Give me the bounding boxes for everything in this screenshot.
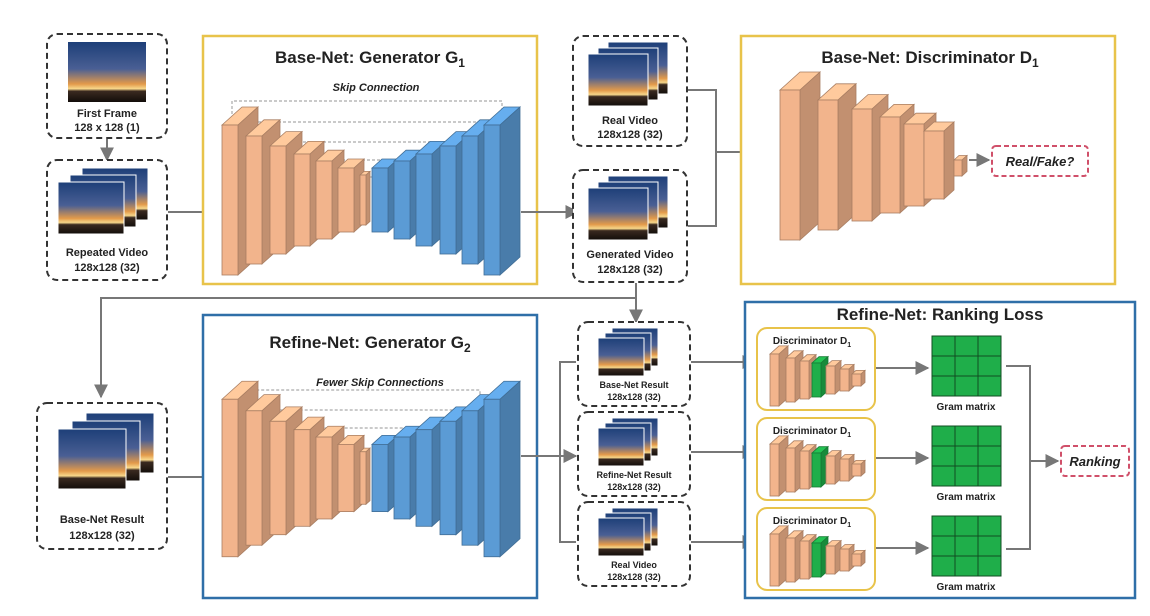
base-generator-title: Base-Net: Generator G1 xyxy=(275,48,465,70)
real-video-top: Real Video 128x128 (32) xyxy=(572,35,688,147)
gram-matrix xyxy=(931,425,1002,487)
result-thumbnail xyxy=(597,427,645,467)
mini-layer xyxy=(824,539,843,575)
first-frame-size: 128 x 128 (1) xyxy=(74,122,140,134)
result-size: 128x128 (32) xyxy=(607,482,661,492)
refine-generator-title: Refine-Net: Generator G2 xyxy=(269,333,471,355)
base-discriminator-title: Base-Net: Discriminator D1 xyxy=(821,48,1039,70)
mini-layer xyxy=(810,535,830,578)
mini-layer xyxy=(824,359,843,395)
real-to-discriminator-line xyxy=(688,89,717,152)
mini-layer xyxy=(768,525,790,587)
base-generator-network xyxy=(220,100,522,276)
result-label: Refine-Net Result xyxy=(596,470,671,480)
real-fake-output xyxy=(991,145,1089,177)
ranking-output xyxy=(1060,445,1130,477)
generated-video-label: Generated Video xyxy=(586,249,673,261)
result-size: 128x128 (32) xyxy=(607,572,661,582)
mini-layer xyxy=(850,459,867,477)
discriminator-label: Discriminator D1 xyxy=(773,336,851,349)
gram-matrix-label: Gram matrix xyxy=(937,492,996,503)
ranking-loss-panel: Refine-Net: Ranking Loss Discriminator D… xyxy=(743,300,1137,600)
first-frame-input: First Frame 128 x 128 (1) xyxy=(46,33,168,139)
ranking-label: Ranking xyxy=(1069,454,1120,469)
real-video-label: Real Video xyxy=(602,115,658,127)
mini-layer xyxy=(768,345,790,407)
decoder-layer xyxy=(482,106,522,276)
generated-video-thumbnail xyxy=(587,187,649,241)
bottleneck-layer xyxy=(358,447,372,506)
base-result-input-label: Base-Net Result xyxy=(60,514,145,526)
result-box: Real Video 128x128 (32) xyxy=(577,501,691,587)
mini-layer xyxy=(824,449,843,485)
gram-merge-line xyxy=(1006,365,1031,550)
first-frame-thumbnail xyxy=(68,42,146,102)
result-thumbnail xyxy=(597,337,645,377)
mini-layer xyxy=(810,355,830,398)
base-result-input-size: 128x128 (32) xyxy=(69,530,135,542)
skip-connection-label: Skip Connection xyxy=(333,82,420,94)
feedback-connector xyxy=(94,283,637,399)
decoder-layer xyxy=(370,158,400,233)
discriminator-layer xyxy=(922,121,956,200)
discriminator-label: Discriminator D1 xyxy=(773,516,851,529)
discriminator-layer xyxy=(816,82,858,231)
ranking-discriminator: Discriminator D1 xyxy=(756,417,876,501)
generated-video-size: 128x128 (32) xyxy=(597,264,663,276)
base-discriminator-network xyxy=(778,71,969,241)
base-discriminator-panel: Base-Net: Discriminator D1 Real/Fake? xyxy=(739,34,1117,286)
first-frame-label: First Frame xyxy=(77,108,137,120)
ranking-discriminator: Discriminator D1 xyxy=(756,507,876,591)
result-size: 128x128 (32) xyxy=(607,392,661,402)
result-box: Refine-Net Result 128x128 (32) xyxy=(577,411,691,497)
base-generator-panel: Base-Net: Generator G1 Skip Connection xyxy=(201,34,539,286)
result-label: Real Video xyxy=(611,560,657,570)
mini-layer xyxy=(850,369,867,387)
repeated-video-label: Repeated Video xyxy=(66,247,149,259)
mini-layer xyxy=(850,549,867,567)
gram-matrix-label: Gram matrix xyxy=(937,402,996,413)
base-result-input: Base-Net Result 128x128 (32) xyxy=(36,402,168,550)
refine-generator-network xyxy=(220,380,522,558)
mini-layer xyxy=(784,439,805,493)
real-fake-label: Real/Fake? xyxy=(1006,154,1075,169)
discriminator-output-layer xyxy=(952,154,969,177)
result-thumbnail xyxy=(597,517,645,557)
discriminator-layer xyxy=(778,71,822,241)
result-label: Base-Net Result xyxy=(599,380,668,390)
repeated-video-size: 128x128 (32) xyxy=(74,262,140,274)
real-video-size: 128x128 (32) xyxy=(597,129,663,141)
fan-out-line xyxy=(559,361,576,456)
fan-out-line xyxy=(559,456,576,543)
gram-matrix xyxy=(931,515,1002,577)
ranking-loss-title: Refine-Net: Ranking Loss xyxy=(837,305,1044,324)
decoder-layer xyxy=(482,380,522,558)
gram-matrix-label: Gram matrix xyxy=(937,582,996,593)
gram-matrix xyxy=(931,335,1002,397)
result-box: Base-Net Result 128x128 (32) xyxy=(577,321,691,407)
real-video-thumbnail xyxy=(587,53,649,107)
mini-layer xyxy=(810,445,830,488)
base-result-thumbnail xyxy=(57,428,127,490)
mini-layer xyxy=(768,435,790,497)
repeated-video-input: Repeated Video 128x128 (32) xyxy=(46,159,168,281)
generated-video-output: Generated Video 128x128 (32) xyxy=(572,169,688,283)
repeated-video-thumbnail xyxy=(57,181,125,235)
discriminator-label: Discriminator D1 xyxy=(773,426,851,439)
ranking-discriminator: Discriminator D1 xyxy=(756,327,876,411)
mini-layer xyxy=(838,453,856,482)
refine-generator-panel: Refine-Net: Generator G2 Fewer Skip Conn… xyxy=(201,313,539,600)
bottleneck-layer xyxy=(358,170,372,226)
fewer-skip-connections-label: Fewer Skip Connections xyxy=(316,377,444,389)
generated-to-discriminator-line xyxy=(688,152,717,227)
